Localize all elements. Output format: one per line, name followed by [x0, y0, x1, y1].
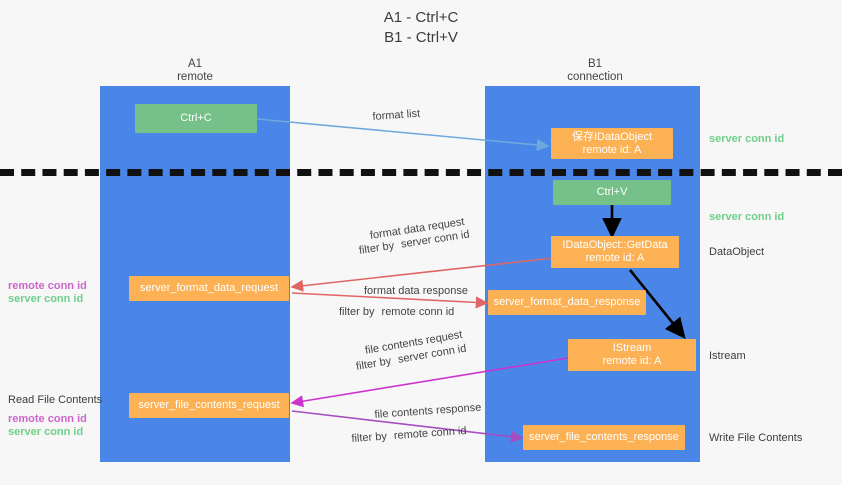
node-idataobject-line2: remote id: A	[582, 143, 642, 156]
side-label-read-file-contents: Read File Contents	[8, 394, 103, 406]
filter-by-text-2: filter by	[339, 306, 375, 318]
side-label-server-conn-id-mid: server conn id	[709, 211, 785, 223]
edge-label-file-contents-response: file contents response	[374, 401, 482, 421]
node-ctrl-c-label: Ctrl+C	[180, 112, 212, 124]
side-label-server-conn-id-upper: server conn id	[8, 293, 84, 305]
lane-b1-role: connection	[567, 71, 623, 83]
lane-header-a1: A1 remote	[120, 58, 270, 84]
node-server-format-data-request-label: server_format_data_request	[139, 282, 279, 294]
node-getdata-line1: IDataObject::GetData	[562, 239, 668, 251]
node-getdata-line2: remote id: A	[585, 252, 645, 264]
node-getdata[interactable]: IDataObject::GetData remote id: A	[551, 236, 679, 268]
lane-header-b1: B1 connection	[520, 58, 670, 84]
node-server-file-contents-response[interactable]: server_file_contents_response	[523, 425, 685, 450]
page-title: A1 - Ctrl+C B1 - Ctrl+V	[0, 8, 842, 48]
node-ctrl-v[interactable]: Ctrl+V	[553, 180, 671, 205]
node-server-file-contents-response-label: server_file_contents_response	[529, 431, 679, 443]
lane-a1-role: remote	[177, 71, 213, 83]
phase-divider	[0, 169, 842, 176]
edge-filter-format-data-response: filter by remote conn id	[339, 305, 454, 319]
filter-by-text-3: filter by	[355, 355, 393, 373]
edge-filter-file-contents-response: filter by remote conn id	[351, 424, 467, 446]
node-idataobject[interactable]: 保存IDataObject remote id: A	[551, 128, 673, 159]
node-server-format-data-response[interactable]: server_format_data_response	[488, 290, 646, 315]
filter-value-remote-conn-id-1: remote conn id	[381, 306, 455, 318]
node-server-format-data-request[interactable]: server_format_data_request	[129, 276, 289, 301]
side-label-dataobject: DataObject	[709, 246, 765, 258]
node-server-file-contents-request-label: server_file_contents_request	[138, 399, 280, 411]
node-istream-line2: remote id: A	[602, 355, 662, 367]
node-istream[interactable]: IStream remote id: A	[568, 339, 696, 371]
node-server-file-contents-request[interactable]: server_file_contents_request	[129, 393, 289, 418]
title-line-2: B1 - Ctrl+V	[384, 29, 458, 46]
node-ctrl-v-label: Ctrl+V	[596, 186, 628, 198]
lane-a1-name: A1	[187, 58, 203, 70]
node-istream-line1: IStream	[612, 342, 652, 354]
node-idataobject-line1: 保存IDataObject	[571, 130, 653, 143]
edge-label-format-data-response: format data response	[364, 285, 468, 297]
edge-label-format-list: format list	[372, 107, 421, 123]
filter-by-text-4: filter by	[351, 430, 388, 445]
lane-b1-name: B1	[587, 58, 603, 70]
side-label-remote-conn-id-upper: remote conn id	[8, 280, 87, 292]
side-label-write-file-contents: Write File Contents	[709, 432, 803, 444]
filter-value-remote-conn-id-2: remote conn id	[393, 424, 467, 443]
node-server-format-data-response-label: server_format_data_response	[493, 296, 641, 308]
title-line-1: A1 - Ctrl+C	[383, 9, 459, 26]
node-ctrl-c[interactable]: Ctrl+C	[135, 104, 257, 133]
filter-by-text-1: filter by	[358, 239, 396, 257]
side-label-server-conn-id-top: server conn id	[709, 133, 785, 145]
side-label-remote-conn-id-lower: remote conn id	[8, 413, 87, 425]
side-label-istream: Istream	[709, 350, 746, 362]
side-label-server-conn-id-lower: server conn id	[8, 426, 84, 438]
